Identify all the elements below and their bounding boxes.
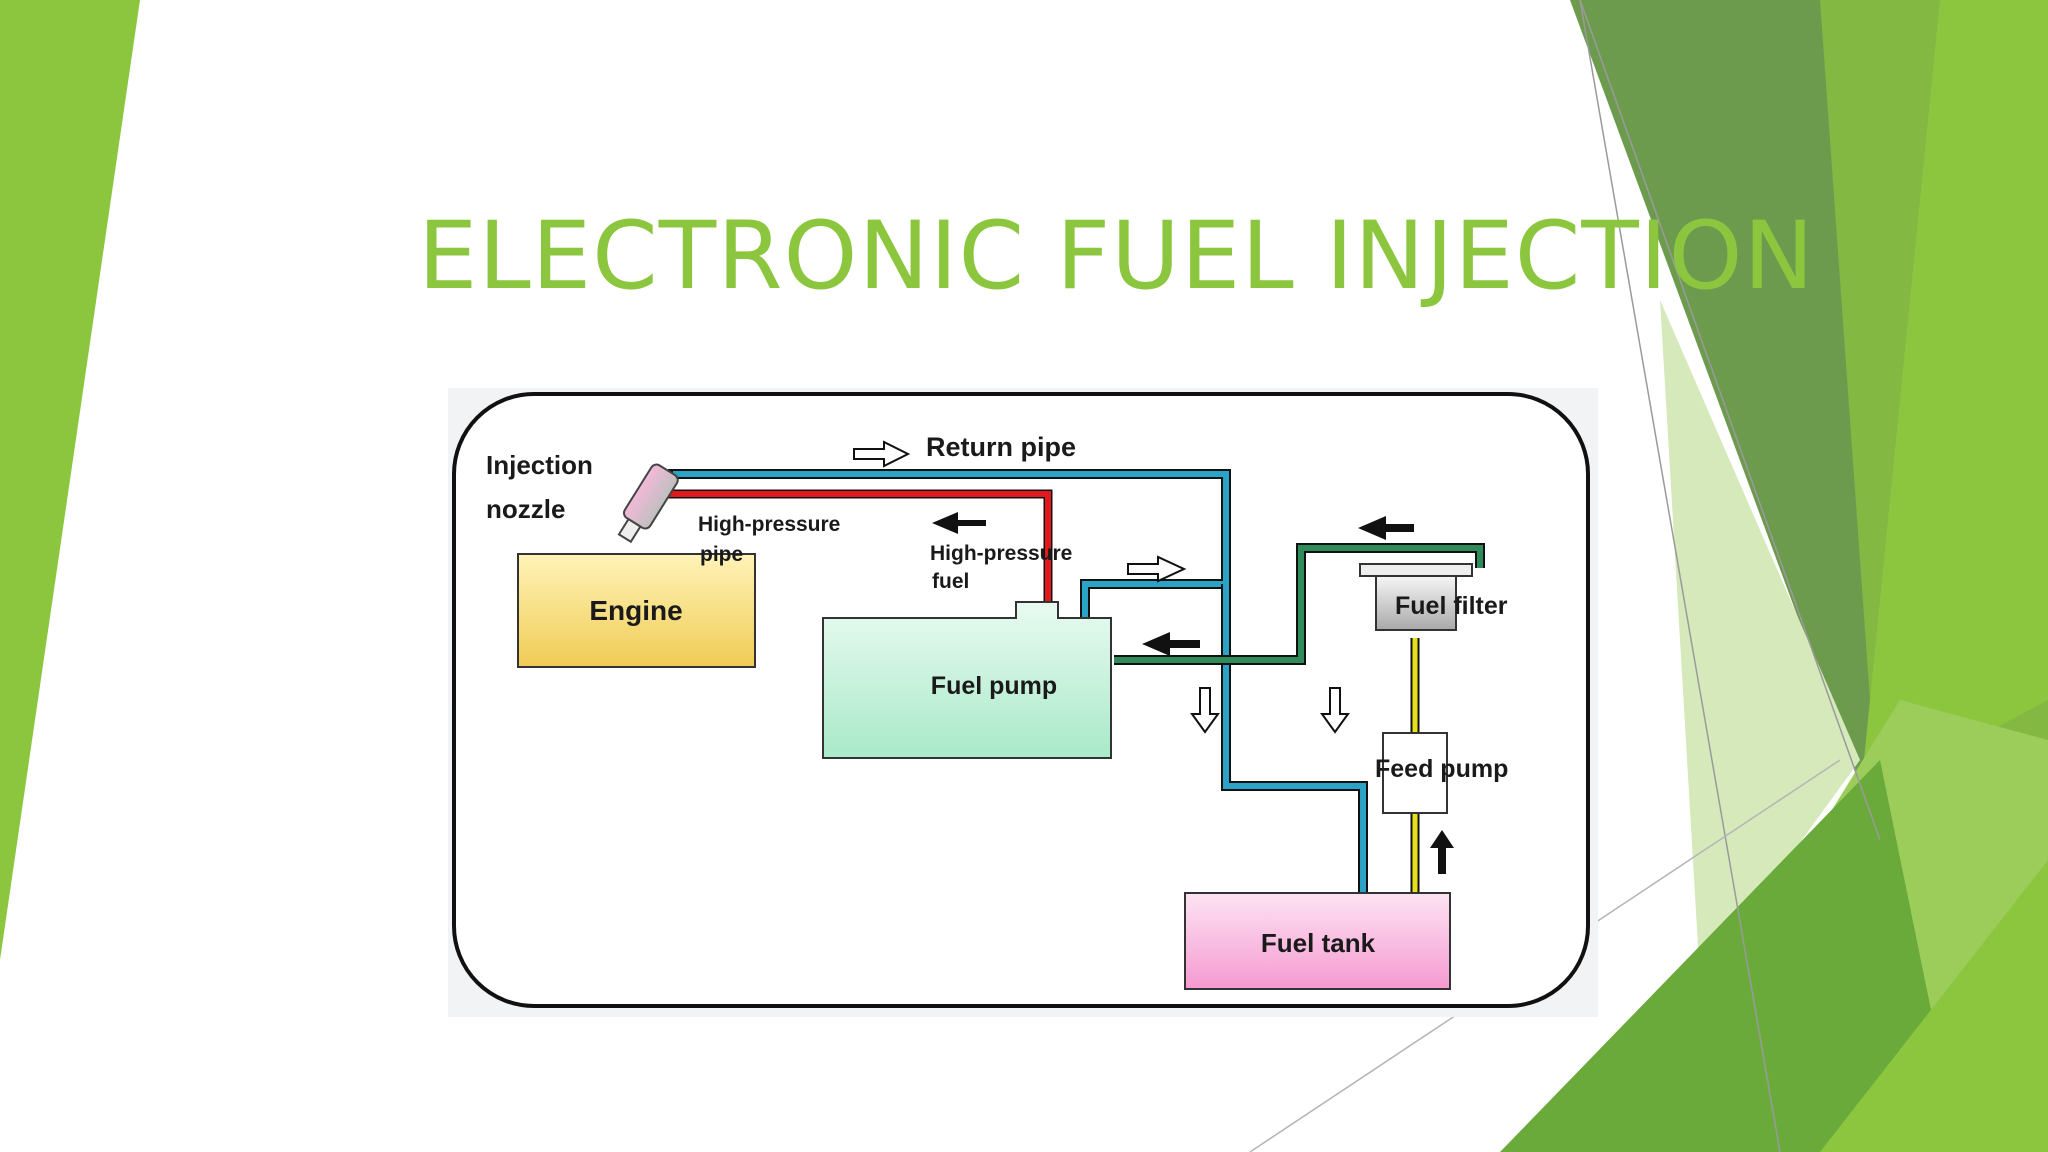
right-bright-green-facet: [1860, 0, 2048, 800]
feed-pump-box: [1382, 732, 1448, 814]
diagram-panel: Engine Injection nozzle High-pressure pi…: [448, 388, 1598, 1017]
injection-nozzle-icon: [617, 463, 679, 544]
bottom-right-green-facet: [1820, 860, 2048, 1152]
fuel-injection-diagram: Engine Injection nozzle High-pressure pi…: [452, 392, 1590, 1008]
high-pressure-arrow-icon: [932, 512, 986, 534]
feed-pump-up-arrow-icon: [1430, 830, 1454, 874]
return-pipe-lower-fill: [1223, 584, 1366, 893]
right-pale-green-facet: [1660, 300, 1860, 980]
engine-label: Engine: [589, 595, 682, 626]
fuel-filter-box: [1375, 575, 1457, 631]
slide-title: ELECTRONIC FUEL INJECTION: [418, 202, 1815, 311]
fuel-tank-box: [1184, 892, 1451, 990]
left-green-band: [0, 0, 140, 960]
return-flow-arrow-icon: [1127, 555, 1187, 583]
injection-nozzle-label-2: nozzle: [486, 494, 565, 524]
feed-pump-label: Feed pump: [1375, 755, 1508, 783]
high-pressure-pipe-label-2: pipe: [700, 543, 743, 566]
engine-box: [517, 553, 756, 668]
feed-to-pump-arrow-icon: [1142, 632, 1200, 656]
feed-line-fill: [1114, 545, 1483, 663]
fuel-pump-box: [822, 601, 1112, 759]
return-pipe-arrow-icon: [853, 440, 911, 468]
fuel-filter-label: Fuel filter: [1395, 592, 1508, 620]
down-arrow-2-icon: [1320, 687, 1350, 734]
down-arrow-1-icon: [1190, 687, 1220, 734]
high-pressure-fuel-label-1: High-pressure: [930, 542, 1072, 565]
injection-nozzle-label-1: Injection: [486, 450, 593, 480]
fuel-filter-cap: [1359, 563, 1473, 577]
fuel-tank-label: Fuel tank: [1261, 928, 1376, 958]
fuel-pump-label: Fuel pump: [931, 672, 1057, 700]
thin-line-1: [1579, 0, 1781, 1152]
high-pressure-pipe-label-1: High-pressure: [698, 513, 840, 536]
high-pressure-fuel-label-2: fuel: [932, 570, 969, 593]
high-pressure-pipe-fill: [668, 491, 1051, 602]
thin-line-2: [1579, 0, 1881, 841]
return-pipe-label: Return pipe: [926, 432, 1076, 462]
bottom-green-facet: [1500, 760, 1960, 1152]
feed-line-arrow-icon: [1358, 516, 1414, 540]
